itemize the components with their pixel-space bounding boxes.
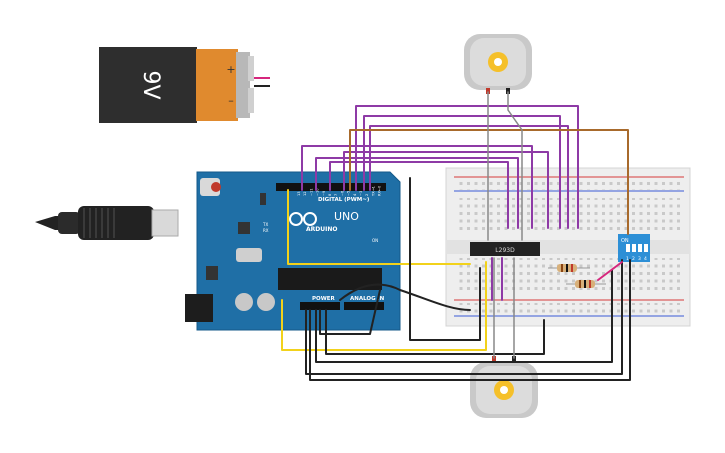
- digital-pin-label: ~9: [322, 190, 326, 196]
- wire-purple[interactable]: [343, 151, 549, 229]
- on-led-label: ON: [372, 238, 378, 243]
- dip-number-3: 3: [638, 256, 641, 262]
- wire-black[interactable]: [315, 269, 613, 363]
- motor-gear-icon: [488, 52, 508, 72]
- dip-number-2: 2: [632, 256, 635, 262]
- battery-9v[interactable]: 9V + –: [99, 47, 270, 123]
- wire-black[interactable]: [319, 289, 381, 335]
- rx-led-label: RX: [263, 228, 269, 233]
- reset-button[interactable]: [211, 182, 221, 192]
- wire-black[interactable]: [305, 259, 623, 375]
- digital-pin-label: 8: [328, 193, 332, 196]
- wire-purple[interactable]: [355, 105, 579, 229]
- digital-header-label: DIGITAL (PWM~): [318, 197, 370, 203]
- digital-pin-label: 7: [334, 194, 338, 196]
- power-header-label: POWER: [312, 296, 336, 302]
- dip-number-4: 4: [644, 256, 647, 262]
- battery-plus-sign: +: [226, 63, 235, 76]
- digital-pin-label: ~11: [309, 188, 313, 196]
- analog-header-label: ANALOG IN: [350, 296, 385, 302]
- digital-pin-label: ~5: [347, 191, 351, 196]
- arduino-uno-board[interactable]: ARDUINO UNO DIGITAL (PWM~) POWER ANALOG …: [185, 171, 401, 331]
- arduino-model-label: UNO: [334, 210, 359, 223]
- battery-label: 9V: [138, 70, 163, 99]
- motor-gear-icon: [494, 380, 514, 400]
- dip-switch[interactable]: ON 1 2 3 4: [618, 234, 650, 262]
- digital-pin-label: 13: [297, 191, 301, 196]
- resistor-1[interactable]: [548, 264, 590, 272]
- tx-led-label: TX: [262, 222, 268, 227]
- wire-purple[interactable]: [315, 157, 519, 229]
- dc-motor-bottom[interactable]: [470, 356, 538, 418]
- battery-minus-sign: –: [228, 94, 234, 107]
- dip-number-1: 1: [626, 256, 629, 262]
- digital-pin-label: ~6: [340, 190, 344, 196]
- digital-pin-label: 12: [303, 191, 307, 196]
- digital-pin-label: RX←0: [378, 185, 382, 196]
- wire-black[interactable]: [309, 259, 631, 381]
- digital-pin-label: 2: [365, 194, 369, 196]
- wire-purple[interactable]: [363, 115, 561, 229]
- wire-purple[interactable]: [369, 125, 569, 229]
- digital-pin-label: 4: [353, 193, 357, 196]
- wire-pink[interactable]: [597, 261, 623, 281]
- l293d-chip[interactable]: L293D: [470, 242, 540, 256]
- wire-black[interactable]: [339, 283, 471, 311]
- dc-motor-top[interactable]: [464, 34, 532, 94]
- wire-brown[interactable]: [349, 129, 629, 235]
- digital-pin-label: ~3: [359, 191, 363, 196]
- wire-purple[interactable]: [329, 161, 509, 229]
- chip-label: L293D: [495, 247, 515, 254]
- wire-black[interactable]: [325, 309, 545, 355]
- wire-black[interactable]: [409, 177, 481, 341]
- resistor-2[interactable]: [566, 280, 606, 288]
- arduino-brand-label: ARDUINO: [306, 226, 337, 233]
- wires[interactable]: [281, 91, 631, 381]
- wire-yellow[interactable]: [281, 261, 487, 351]
- dip-toggles[interactable]: [626, 244, 648, 252]
- arduino-logo-icon: [289, 212, 317, 226]
- usb-cable[interactable]: [35, 206, 179, 240]
- wire-purple[interactable]: [301, 145, 533, 229]
- digital-pin-label: ~10: [316, 188, 320, 196]
- dip-on-label: ON: [621, 238, 629, 244]
- wire-motor-top-black[interactable]: [507, 91, 523, 241]
- digital-pin-label: TX→1: [371, 186, 375, 197]
